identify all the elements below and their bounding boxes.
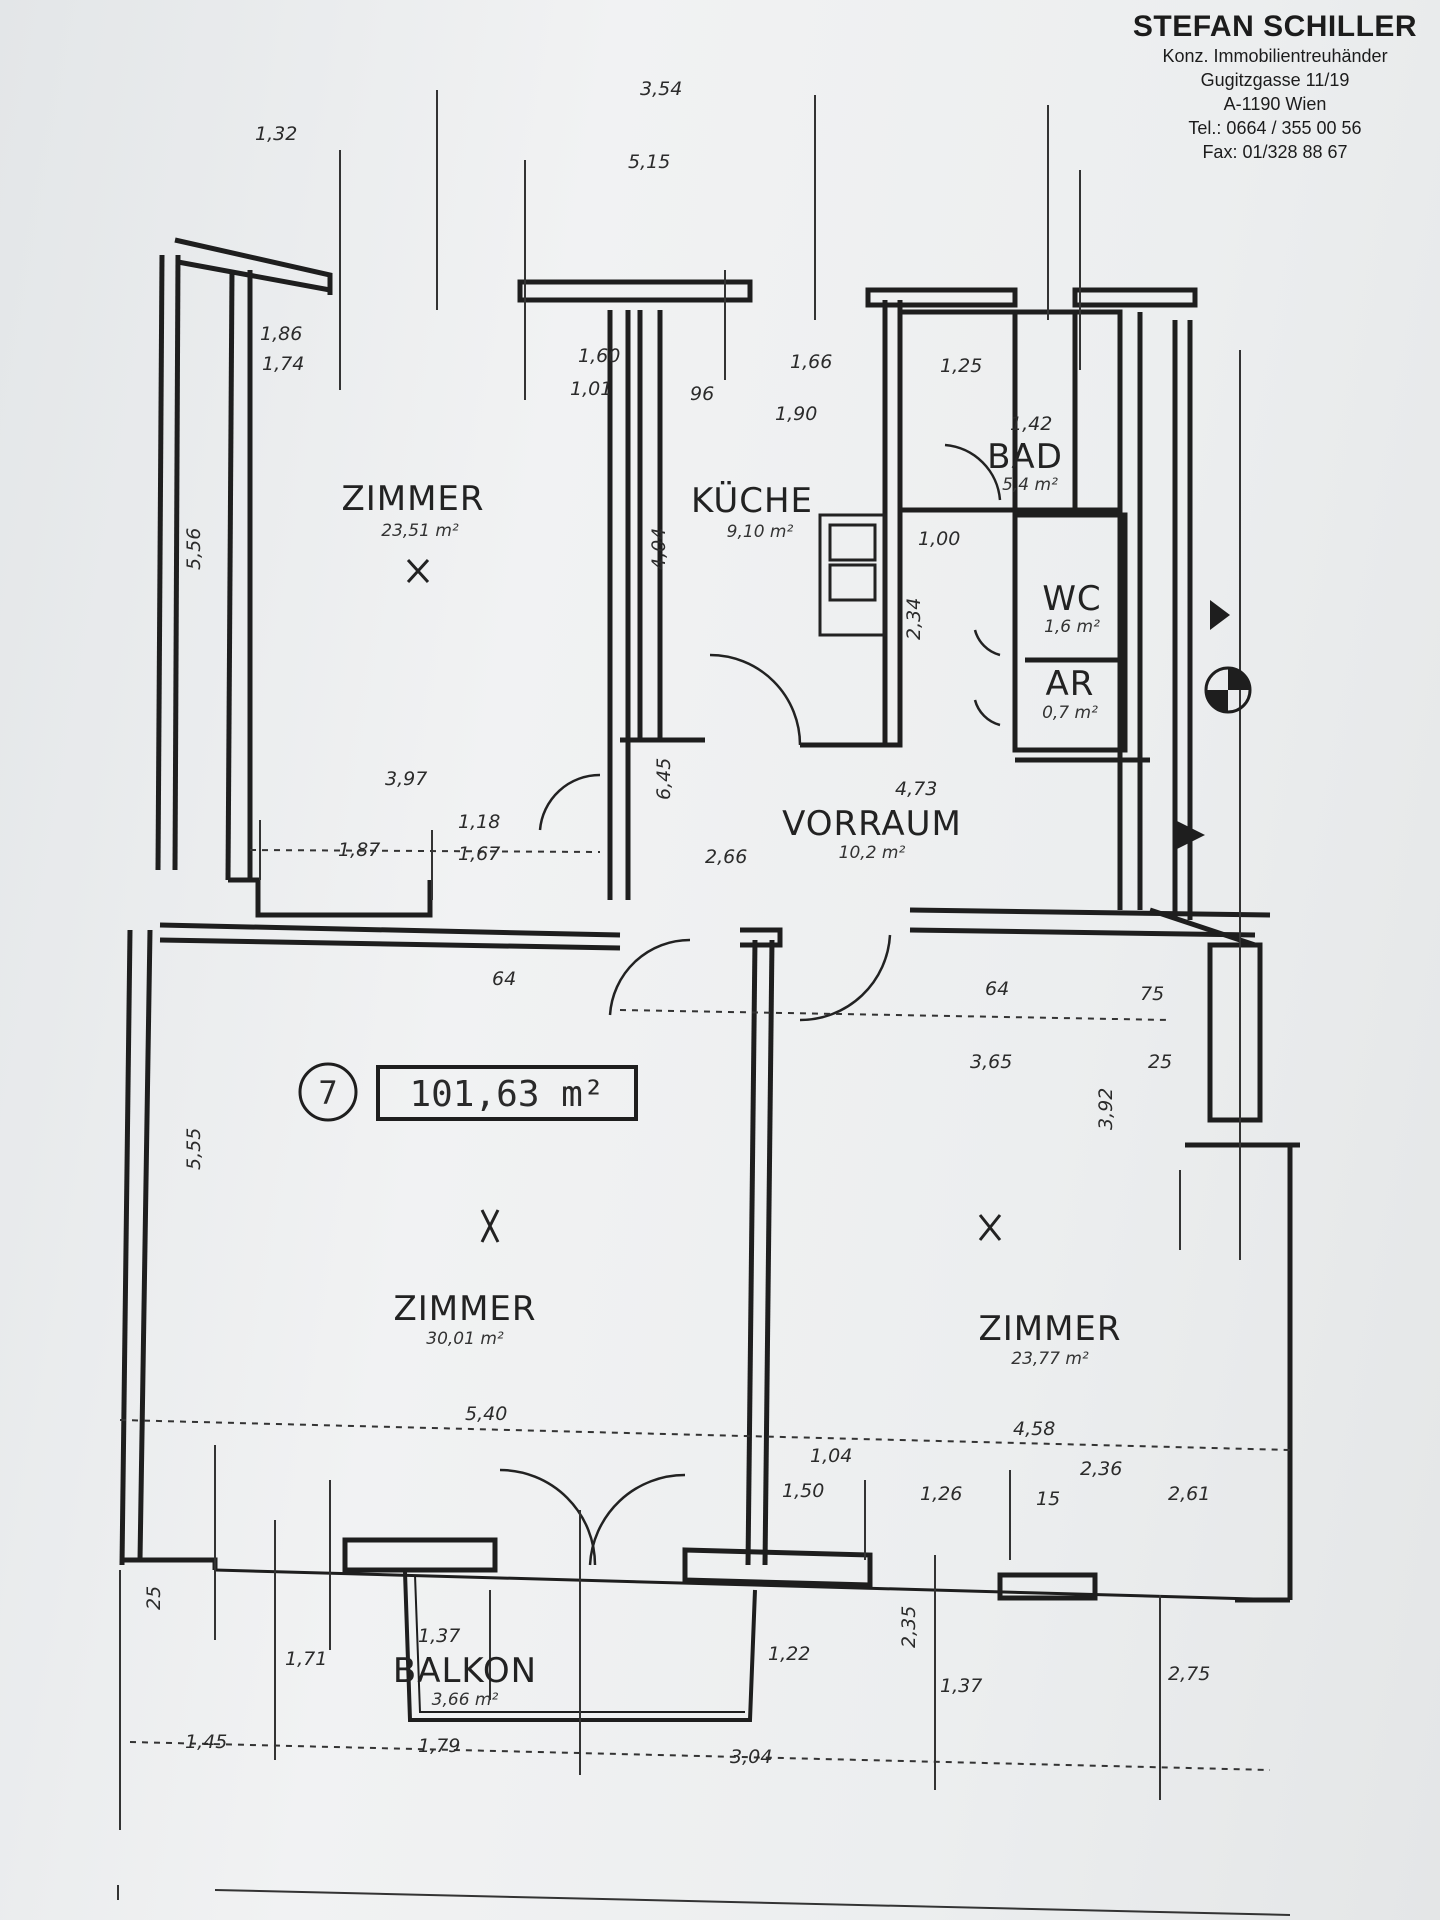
room-area-zimmer-bottom-left: 30,01 m² [426,1329,504,1349]
dimension-label: 6,45 [653,758,675,800]
dimension-label: 75 [1140,983,1164,1005]
agent-city: A-1190 Wien [1223,94,1327,114]
walls [119,237,1300,1722]
dimension-label: 64 [492,968,516,990]
room-label-balkon: BALKON [393,1651,537,1691]
room-center-markers [406,558,1002,1243]
dimension-label: 25 [1148,1051,1172,1073]
agent-name: STEFAN SCHILLER [1132,10,1418,43]
dimension-label: 1,67 [458,843,500,865]
total-area: 101,63 m² [409,1074,604,1115]
room-area-zimmer-bottom-right: 23,77 m² [1011,1349,1089,1369]
dimension-label: 5,40 [465,1403,507,1425]
dimension-label: 1,45 [185,1731,227,1753]
unit-number-circle [298,1062,358,1122]
kitchen-appliance [818,513,887,637]
room-label-kueche: KÜCHE [691,480,813,521]
dimension-label: 2,61 [1168,1483,1210,1505]
room-area-balkon: 3,66 m² [432,1690,499,1710]
dimension-label: 3,54 [640,78,682,100]
dimension-label: 1,74 [262,353,304,375]
dimension-label: 2,36 [1080,1458,1122,1480]
room-label-ar: AR [1046,664,1095,704]
stair-arrows [1175,600,1252,850]
unit-number: 7 [318,1074,337,1112]
room-label-bad: BAD [987,437,1063,477]
dimension-label: 5,55 [183,1128,205,1170]
dimension-label: 1,22 [768,1643,810,1665]
dimension-label: 1,71 [285,1648,327,1670]
dimension-label: 1,00 [918,528,960,550]
dimension-annotations: 3,54 5,15 1,32 1,86 1,74 1,60 1,01 1,66 … [143,78,1210,1768]
dimension-label: 5,15 [628,151,670,173]
dimension-label: 1,32 [255,123,297,145]
dimension-label: 1,79 [418,1735,460,1757]
dimension-label: 1,01 [570,378,612,400]
dimension-label: 1,66 [790,351,832,373]
dimension-label: 1,25 [940,355,982,377]
room-labels: ZIMMER 23,51 m² KÜCHE 9,10 m² BAD 5,4 m²… [341,437,1121,1710]
dimension-label: 1,37 [418,1625,460,1647]
room-label-zimmer-top-left: ZIMMER [341,479,484,519]
dimension-label: 3,92 [1095,1088,1117,1130]
agent-stamp: STEFAN SCHILLER Konz. Immobilientreuhänd… [1120,10,1430,164]
agent-fax: Fax: 01/328 88 67 [1202,142,1348,162]
room-label-wc: WC [1042,579,1101,619]
dimension-label: 1,90 [775,403,817,425]
dimension-label: 3,65 [970,1051,1012,1073]
dimension-label: 2,75 [1168,1663,1210,1685]
room-area-zimmer-top-left: 23,51 m² [381,521,459,541]
room-area-vorraum: 10,2 m² [839,843,906,863]
room-label-vorraum: VORRAUM [782,804,962,844]
agent-phone: Tel.: 0664 / 355 00 56 [1188,118,1362,138]
dimension-label: 2,35 [898,1606,920,1648]
dimension-label: 4,58 [1013,1418,1055,1440]
dimension-label: 1,60 [578,345,620,367]
total-area-box [376,1065,638,1121]
dimension-label: 2,34 [903,598,925,640]
dimension-label: 64 [985,978,1009,1000]
dimension-label: 4,04 [648,528,670,570]
dimension-label: 15 [1036,1488,1060,1510]
dimension-label: 96 [690,383,714,405]
dimension-label: 25 [143,1586,165,1610]
room-label-zimmer-bottom-left: ZIMMER [393,1289,536,1329]
agent-street: Gugitzgasse 11/19 [1200,70,1350,90]
dimension-label: 4,73 [895,778,937,800]
dimension-label: 5,56 [183,528,205,570]
dimension-label: 3,97 [385,768,427,790]
dimension-label: 1,18 [458,811,500,833]
dimension-label: 1,50 [782,1480,824,1502]
dimension-label: 1,86 [260,323,302,345]
dimension-label: 1,37 [940,1675,982,1697]
room-label-zimmer-bottom-right: ZIMMER [978,1309,1121,1349]
unit-label-group: 7 101,63 m² [298,1062,638,1122]
dimension-label: 1,26 [920,1483,962,1505]
door-swings [499,443,1002,1566]
dimension-lines [117,90,1291,1916]
outer-wall-left-upper [172,254,181,871]
room-area-ar: 0,7 m² [1042,703,1098,723]
dimension-label: 1,42 [1010,413,1052,435]
dimension-label: 1,87 [338,839,380,861]
agent-role: Konz. Immobilientreuhänder [1162,46,1388,66]
room-area-bad: 5,4 m² [1002,475,1058,495]
room-area-wc: 1,6 m² [1044,617,1100,637]
dimension-label: 2,66 [705,846,747,868]
outer-wall-left-lower [137,929,153,1561]
dimension-label: 3,04 [730,1746,772,1768]
dimension-label: 1,04 [810,1445,852,1467]
room-area-kueche: 9,10 m² [727,522,794,542]
